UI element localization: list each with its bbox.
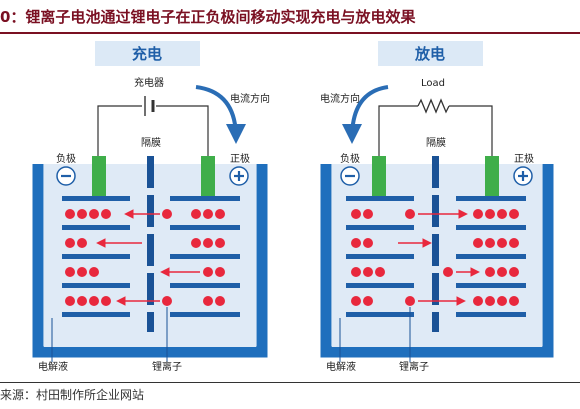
charger-label: 充电器: [134, 76, 164, 89]
charge-panel: 充电 充电器 电流方向 负极 正极 隔膜: [32, 41, 270, 373]
charge-electrolyte-label: 电解液: [38, 360, 68, 373]
discharge-ion-arrows: [398, 209, 480, 306]
discharge-separator-label: 隔膜: [426, 137, 446, 149]
discharge-current-label: 电流方向: [320, 92, 360, 105]
discharge-negative-terminal: [372, 156, 386, 196]
charge-current-label: 电流方向: [230, 92, 270, 105]
charge-positive-electrode: [170, 196, 240, 317]
source-divider: [0, 382, 580, 383]
discharge-negative-label: 负极: [340, 152, 360, 165]
discharge-cell-wall: [320, 164, 554, 358]
discharge-ion-label: 锂离子: [399, 360, 429, 373]
charge-ion-arrows: [96, 209, 200, 306]
charge-cell-wall: [32, 164, 268, 358]
charge-ions: [65, 209, 225, 306]
charge-negative-label: 负极: [56, 152, 76, 165]
discharge-separator: [432, 156, 439, 332]
charge-negative-terminal: [92, 156, 106, 196]
load-resistor-icon: [417, 98, 450, 114]
charge-separator-label: 隔膜: [141, 137, 161, 149]
discharge-current-arrow: [342, 85, 389, 144]
title-divider: [0, 32, 580, 34]
discharge-positive-electrode: [456, 196, 526, 317]
discharge-electrolyte-label: 电解液: [326, 360, 356, 373]
battery-diagram: 充电 充电器 电流方向 负极 正极 隔膜: [32, 41, 554, 373]
charge-negative-electrode: [62, 196, 130, 317]
charge-ion-label: 锂离子: [152, 360, 182, 373]
discharge-header-text: 放电: [414, 45, 445, 63]
discharge-header-box: [378, 41, 483, 66]
load-label: Load: [421, 78, 445, 89]
charge-wire-right: [156, 105, 209, 156]
page-title: 0：锂离子电池通过锂电子在正负极间移动实现充电与放电效果: [0, 8, 416, 26]
charge-header-box: [95, 41, 200, 66]
discharge-ions: [351, 209, 519, 306]
charge-positive-label: 正极: [230, 152, 250, 165]
charge-current-arrow: [195, 85, 246, 144]
charge-separator: [147, 156, 154, 332]
charge-header-text: 充电: [132, 45, 162, 63]
discharge-positive-label: 正极: [514, 152, 534, 165]
discharge-wire-right: [449, 105, 493, 156]
charge-positive-terminal: [201, 156, 215, 196]
discharge-negative-electrode: [346, 196, 414, 317]
discharge-wire-left: [378, 105, 418, 156]
discharge-panel: 放电 Load 电流方向 负极 正极 隔膜: [320, 41, 554, 373]
discharge-positive-terminal: [485, 156, 499, 196]
charge-wire-left: [97, 105, 142, 156]
source-note: 来源：村田制作所企业网站: [0, 388, 145, 402]
